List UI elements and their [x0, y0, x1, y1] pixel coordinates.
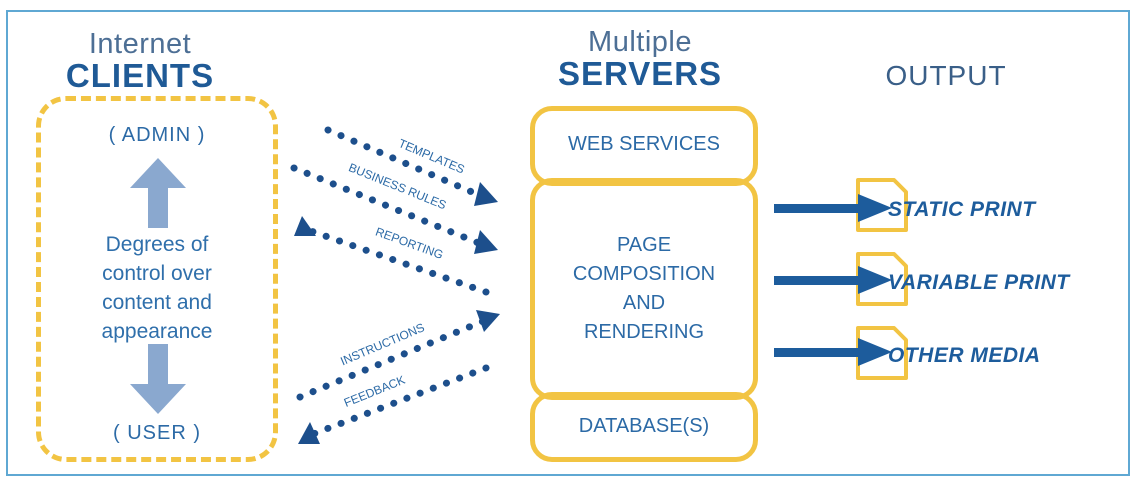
web-services-box: WEB SERVICES — [530, 106, 758, 186]
composition-line-3: AND — [622, 292, 666, 314]
static-print-arrowhead-icon — [858, 194, 892, 222]
variable-print-label: VARIABLE PRINT — [888, 271, 1070, 294]
other-media-arrow-shaft — [774, 348, 862, 357]
other-media-arrowhead-icon — [858, 338, 892, 366]
composition-line-2: COMPOSITION — [572, 263, 716, 285]
feedback-arrowhead-icon — [298, 422, 320, 444]
control-text-line-1: Degrees of — [105, 233, 209, 256]
instructions-arrow — [296, 316, 490, 401]
clients-box — [36, 96, 278, 462]
clients-header: Internet CLIENTS — [40, 28, 240, 95]
business-rules-arrow — [290, 164, 490, 250]
down-arrow-icon — [130, 344, 186, 414]
variable-print-arrowhead-icon — [858, 266, 892, 294]
control-text-line-4: appearance — [101, 320, 213, 343]
control-text: Degrees of control over content and appe… — [36, 230, 278, 346]
output-header: OUTPUT — [885, 60, 1007, 91]
composition-line-1: PAGE — [616, 234, 672, 256]
other-media-label: OTHER MEDIA — [888, 344, 1041, 367]
static-print-arrow-shaft — [774, 204, 862, 213]
servers-header: Multiple SERVERS — [520, 26, 760, 93]
up-arrow-icon — [130, 158, 186, 228]
database-box: DATABASE(S) — [530, 392, 758, 462]
control-text-line-3: content and — [102, 291, 212, 314]
flow-arrows: TEMPLATES BUSINESS RULES REPORTING INSTR… — [290, 126, 500, 444]
feedback-arrow — [304, 364, 490, 440]
reporting-arrow — [304, 226, 490, 296]
output-arrows — [774, 178, 908, 380]
variable-print-arrow-shaft — [774, 276, 862, 285]
servers-header-light: Multiple — [588, 26, 692, 58]
business-rules-arrowhead-icon — [474, 230, 498, 254]
reporting-arrowhead-icon — [294, 216, 316, 236]
business-rules-label: BUSINESS RULES — [347, 160, 449, 212]
composition-line-4: RENDERING — [583, 321, 704, 343]
reporting-label: REPORTING — [374, 225, 446, 262]
static-print-label: STATIC PRINT — [888, 198, 1036, 221]
web-services-label: WEB SERVICES — [568, 133, 720, 155]
templates-arrowhead-icon — [474, 182, 498, 206]
templates-arrow — [324, 126, 490, 202]
admin-label: ( ADMIN ) — [108, 124, 206, 146]
clients-header-bold: CLIENTS — [65, 57, 215, 94]
user-label: ( USER ) — [113, 422, 201, 444]
control-text-line-2: control over — [102, 262, 212, 285]
composition-label: PAGE COMPOSITION AND RENDERING — [535, 231, 753, 347]
servers-header-bold: SERVERS — [557, 55, 723, 92]
clients-header-light: Internet — [88, 28, 192, 60]
templates-label: TEMPLATES — [396, 136, 466, 176]
instructions-label: INSTRUCTIONS — [338, 320, 426, 368]
instructions-arrowhead-icon — [476, 310, 500, 332]
database-label: DATABASE(S) — [578, 415, 710, 437]
composition-box: PAGE COMPOSITION AND RENDERING — [530, 178, 758, 400]
